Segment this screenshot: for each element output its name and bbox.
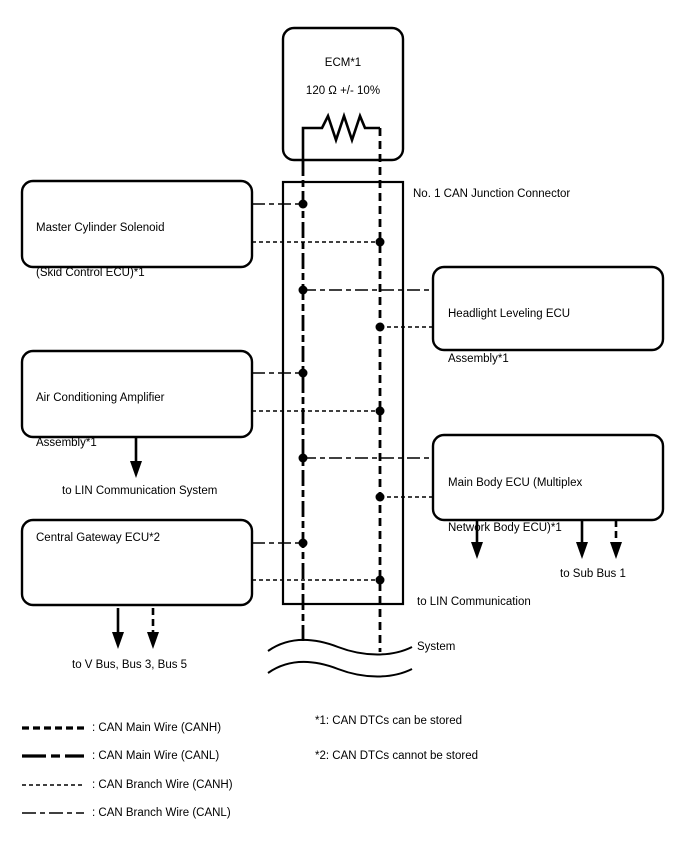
gateway-bus-annotation: to V Bus, Bus 3, Bus 5 xyxy=(72,659,188,671)
junction-dot xyxy=(375,575,385,585)
main-body-ecu-label-line1: Main Body ECU (Multiplex xyxy=(448,477,583,489)
footnote-dtc-stored: *1: CAN DTCs can be stored xyxy=(315,715,463,727)
central-gateway-label: Central Gateway ECU*2 xyxy=(36,532,160,544)
junction-dot xyxy=(375,406,385,416)
ecm-resistance-label: 120 Ω +/- 10% xyxy=(305,85,381,97)
legend-label-can-branch-canh: : CAN Branch Wire (CANH) xyxy=(92,779,233,791)
junction-dot xyxy=(298,368,308,378)
master-cylinder-label-line2: (Skid Control ECU)*1 xyxy=(36,267,145,279)
master-cylinder-box xyxy=(20,179,254,269)
air-conditioning-label-line2: Assembly*1 xyxy=(36,437,97,449)
headlight-leveling-label: Headlight Leveling ECU Assembly*1 xyxy=(448,277,570,397)
subbus-arrow-solid-head xyxy=(576,542,588,559)
legend-label-can-branch-canl: : CAN Branch Wire (CANL) xyxy=(92,807,231,819)
break-wave-bottom xyxy=(267,660,413,678)
terminating-resistor-symbol xyxy=(301,111,380,161)
air-conditioning-label: Air Conditioning Amplifier Assembly*1 xyxy=(36,361,164,481)
junction-dot xyxy=(375,237,385,247)
main-body-ecu-label-line2: Network Body ECU)*1 xyxy=(448,522,562,534)
legend-label-can-main-canh: : CAN Main Wire (CANH) xyxy=(92,722,222,734)
ac-lin-arrow-head xyxy=(130,461,142,478)
junction-connector-label: No. 1 CAN Junction Connector xyxy=(413,188,571,200)
mainbody-lin-arrow-head xyxy=(471,542,483,559)
master-cylinder-label: Master Cylinder Solenoid (Skid Control E… xyxy=(36,191,164,311)
main-body-ecu-box xyxy=(431,433,665,522)
junction-dots xyxy=(298,199,385,585)
headlight-leveling-box xyxy=(431,265,665,352)
junction-dot xyxy=(298,285,308,295)
junction-dot xyxy=(298,199,308,209)
junction-dot xyxy=(375,492,385,502)
headlight-leveling-label-line2: Assembly*1 xyxy=(448,353,509,365)
central-gateway-box xyxy=(20,518,254,607)
air-conditioning-label-line1: Air Conditioning Amplifier xyxy=(36,392,165,404)
legend-label-can-main-canl: : CAN Main Wire (CANL) xyxy=(92,750,220,762)
gateway-bus-arrow-solid-head xyxy=(112,632,124,649)
footnote-dtc-not-stored: *2: CAN DTCs cannot be stored xyxy=(315,750,478,762)
junction-connector-box xyxy=(281,180,405,606)
headlight-leveling-label-line1: Headlight Leveling ECU xyxy=(448,308,571,320)
master-cylinder-label-line1: Master Cylinder Solenoid xyxy=(36,222,165,234)
subbus-arrow-dashed-head xyxy=(610,542,622,559)
break-wave-top xyxy=(267,638,413,656)
junction-dot xyxy=(375,322,385,332)
arrows xyxy=(112,437,622,649)
gateway-bus-arrow-dashed-head xyxy=(147,632,159,649)
junction-dot xyxy=(298,538,308,548)
mainbody-lin-annotation-line2: System xyxy=(417,641,456,653)
junction-dot xyxy=(298,453,308,463)
main-body-ecu-label: Main Body ECU (Multiplex Network Body EC… xyxy=(448,446,582,566)
mainbody-lin-annotation-line1: to LIN Communication xyxy=(417,596,531,608)
ecm-title: ECM*1 xyxy=(324,57,362,69)
mainbody-lin-annotation: to LIN Communication System xyxy=(417,565,531,685)
sub-bus-annotation: to Sub Bus 1 xyxy=(560,568,626,580)
ac-lin-annotation: to LIN Communication System xyxy=(62,485,218,497)
